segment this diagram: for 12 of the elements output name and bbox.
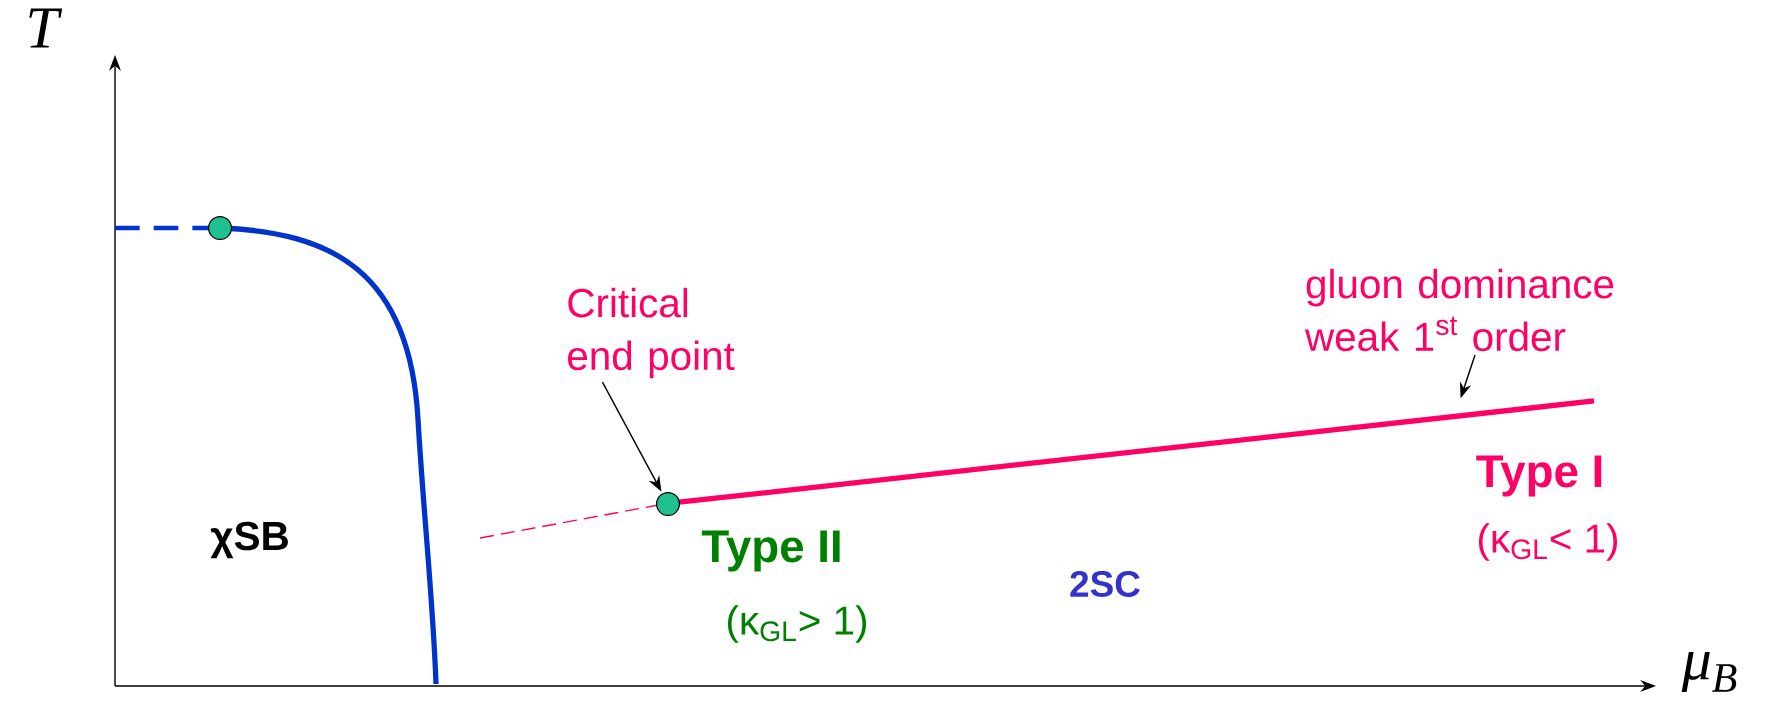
region-label: (κ$_{GL}$> 1) [728, 605, 866, 643]
axis-label: T [29, 8, 63, 48]
region-label: χSB [210, 521, 288, 559]
region-label: Type II [701, 530, 840, 572]
annotation-text: gluon dominance weak 1$^{st}$ order [1304, 268, 1614, 352]
end-point-dot [207, 215, 233, 241]
axis-label: μ$_{B}$ [1681, 651, 1737, 693]
region-label: 2SC [1070, 570, 1140, 598]
region-label: (κ$_{GL}$< 1) [1479, 523, 1617, 561]
annotation-text: Critical end point [568, 287, 735, 379]
end-point-dot [655, 491, 681, 517]
region-label: Type I [1476, 455, 1602, 497]
